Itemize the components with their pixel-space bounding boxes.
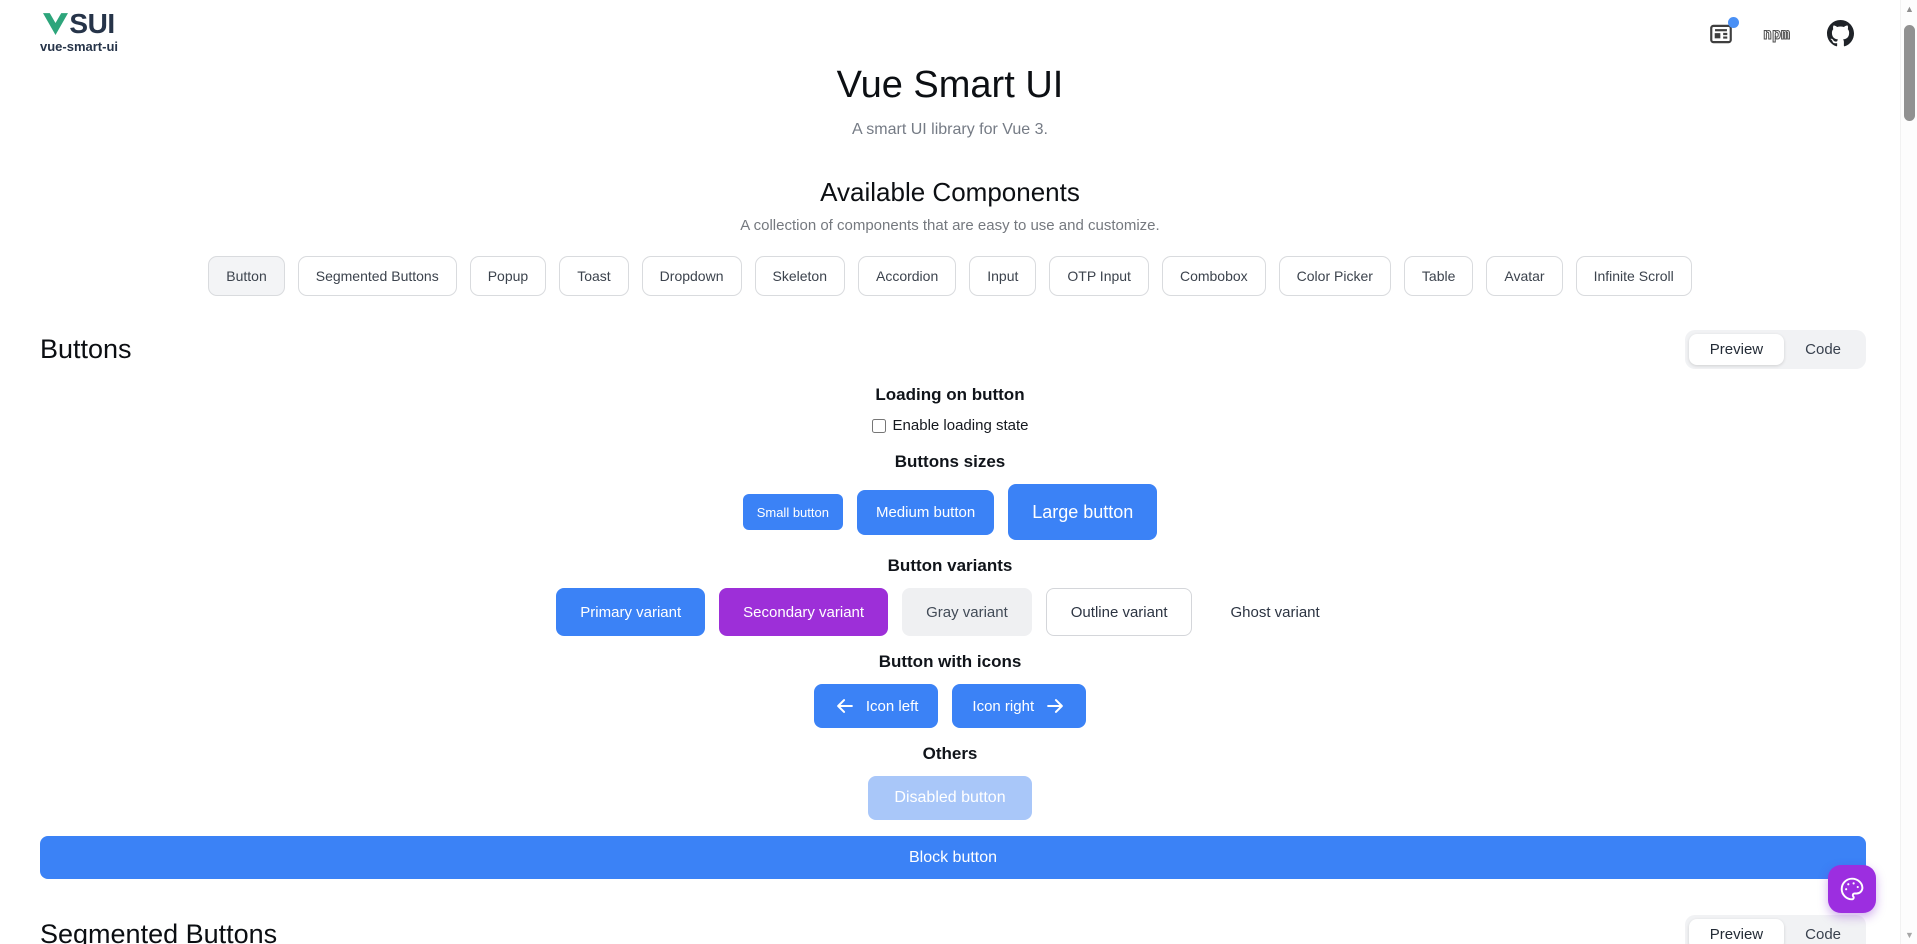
small-button[interactable]: Small button — [742, 494, 843, 530]
tab-code[interactable]: Code — [1784, 334, 1862, 365]
icon-buttons-row: Icon left Icon right — [0, 684, 1900, 728]
chip-infinite-scroll[interactable]: Infinite Scroll — [1575, 256, 1692, 296]
scrollbar-down-icon[interactable]: ▼ — [1905, 930, 1914, 940]
medium-button[interactable]: Medium button — [856, 489, 995, 535]
block-button[interactable]: Block button — [40, 836, 1866, 879]
hero: Vue Smart UI A smart UI library for Vue … — [0, 64, 1900, 139]
secondary-variant-button[interactable]: Secondary variant — [719, 588, 889, 636]
github-icon[interactable] — [1827, 20, 1854, 47]
tab-preview[interactable]: Preview — [1688, 334, 1785, 365]
segmented-preview-code-toggle: Preview Code — [1684, 915, 1866, 944]
available-components: Available Components A collection of com… — [0, 177, 1900, 296]
logo-name: SUI — [69, 8, 115, 39]
others-heading: Others — [922, 744, 978, 763]
chip-table[interactable]: Table — [1403, 256, 1474, 296]
chip-combobox[interactable]: Combobox — [1161, 256, 1266, 296]
header: SUI vue-smart-ui npm — [0, 0, 1900, 54]
ghost-variant-button[interactable]: Ghost variant — [1206, 588, 1343, 636]
changelog-icon[interactable] — [1708, 16, 1739, 47]
segmented-section-title: Segmented Buttons — [40, 919, 278, 944]
icon-left-label: Icon left — [865, 697, 919, 715]
preview-code-toggle: Preview Code — [1684, 330, 1866, 369]
logo-v-icon — [43, 13, 69, 35]
arrow-right-icon — [1044, 695, 1066, 717]
chip-color-picker[interactable]: Color Picker — [1278, 256, 1391, 296]
icon-right-button[interactable]: Icon right — [952, 684, 1087, 728]
logo-tagline: vue-smart-ui — [40, 39, 119, 54]
scrollbar-up-icon[interactable]: ▲ — [1905, 4, 1914, 14]
chip-dropdown[interactable]: Dropdown — [641, 256, 742, 296]
loading-checkbox-label: Enable loading state — [892, 417, 1029, 434]
loading-heading: Loading on button — [875, 385, 1025, 404]
chip-input[interactable]: Input — [969, 256, 1037, 296]
sizes-heading: Buttons sizes — [894, 452, 1006, 471]
with-icons-heading: Button with icons — [878, 652, 1022, 671]
buttons-demo: Loading on button Enable loading state B… — [0, 385, 1900, 879]
components-title: Available Components — [820, 177, 1080, 207]
header-icons: npm — [1708, 16, 1854, 47]
page-subtitle: A smart UI library for Vue 3. — [852, 121, 1048, 138]
chip-skeleton[interactable]: Skeleton — [754, 256, 845, 296]
page-scrollbar[interactable]: ▲ ▼ — [1900, 0, 1917, 944]
primary-variant-button[interactable]: Primary variant — [556, 588, 706, 636]
arrow-left-icon — [834, 695, 856, 717]
notification-dot — [1728, 16, 1739, 28]
chip-popup[interactable]: Popup — [469, 256, 547, 296]
disabled-row: Disabled button — [0, 776, 1900, 820]
icon-right-label: Icon right — [972, 697, 1035, 715]
chip-toast[interactable]: Toast — [559, 256, 629, 296]
buttons-section-header: Buttons Preview Code — [0, 330, 1900, 369]
chip-accordion[interactable]: Accordion — [857, 256, 957, 296]
disabled-button: Disabled button — [868, 776, 1032, 820]
variants-row: Primary variant Secondary variant Gray v… — [0, 588, 1900, 636]
chip-button[interactable]: Button — [208, 256, 285, 296]
enable-loading-row: Enable loading state — [0, 417, 1900, 434]
chip-otp-input[interactable]: OTP Input — [1049, 256, 1149, 296]
sizes-row: Small button Medium button Large button — [0, 484, 1900, 540]
palette-icon — [1839, 876, 1865, 902]
component-chips: Button Segmented Buttons Popup Toast Dro… — [0, 256, 1900, 296]
page-title: Vue Smart UI — [836, 64, 1064, 106]
buttons-section-title: Buttons — [40, 334, 132, 364]
components-subtitle: A collection of components that are easy… — [740, 217, 1160, 234]
segmented-tab-preview[interactable]: Preview — [1688, 919, 1785, 944]
icon-left-button[interactable]: Icon left — [813, 684, 939, 728]
loading-checkbox[interactable] — [871, 418, 886, 433]
svg-text:npm: npm — [1763, 25, 1790, 43]
scrollbar-thumb[interactable] — [1904, 25, 1915, 121]
chip-avatar[interactable]: Avatar — [1486, 256, 1563, 296]
large-button[interactable]: Large button — [1008, 484, 1158, 540]
logo-row: SUI — [43, 8, 115, 40]
segmented-section-header: Segmented Buttons Preview Code — [0, 915, 1900, 944]
variants-heading: Button variants — [887, 556, 1013, 575]
npm-icon[interactable]: npm — [1762, 24, 1799, 44]
outline-variant-button[interactable]: Outline variant — [1045, 588, 1193, 636]
brand-logo[interactable]: SUI vue-smart-ui — [40, 8, 118, 54]
gray-variant-button[interactable]: Gray variant — [902, 588, 1032, 636]
chip-segmented-buttons[interactable]: Segmented Buttons — [297, 256, 457, 296]
theme-fab-button[interactable] — [1828, 865, 1876, 913]
segmented-tab-code[interactable]: Code — [1784, 919, 1862, 944]
